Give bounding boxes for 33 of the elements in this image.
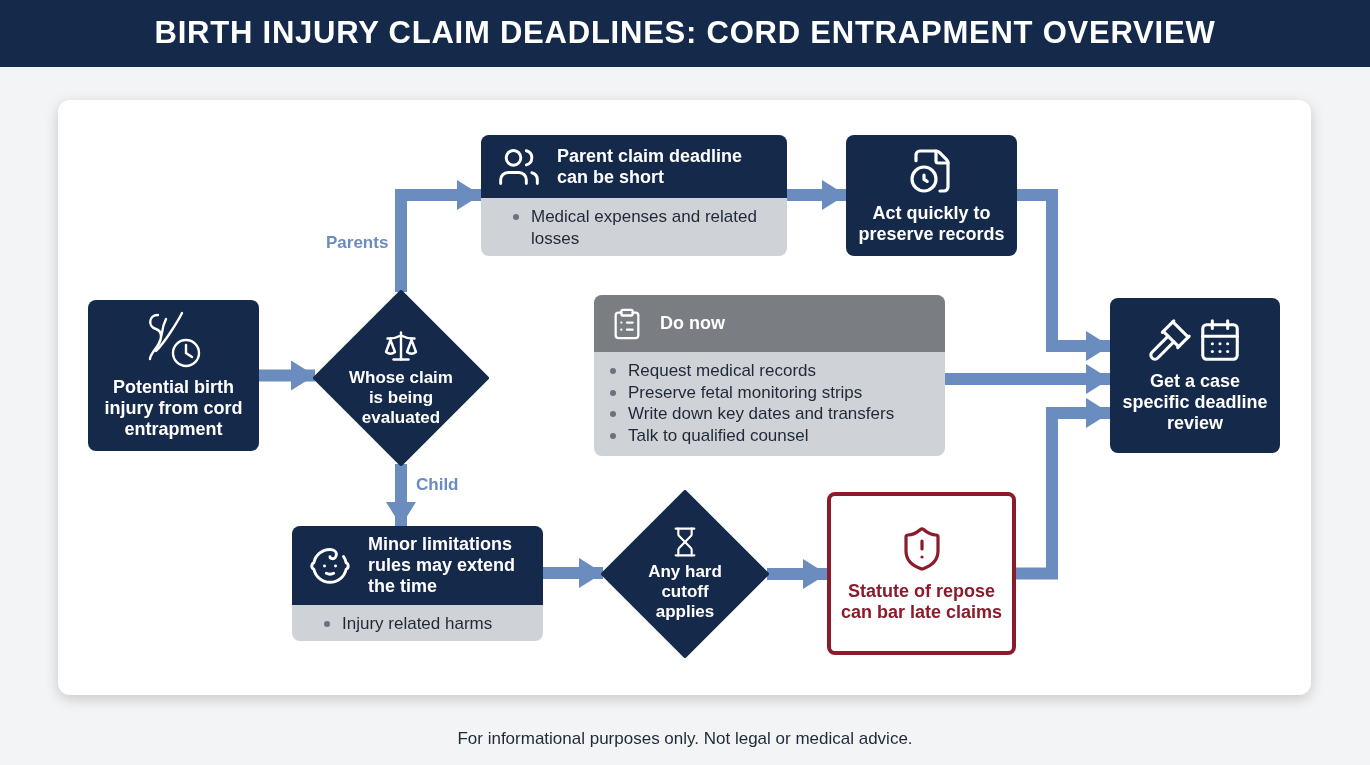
arrow [945, 364, 1110, 394]
checklist-panel [594, 295, 945, 456]
bullet-text: Preserve fetal monitoring strips [628, 381, 863, 403]
bullet-text: Medical expenses and related losses [531, 206, 758, 249]
diamond-text: Whose claim is being evaluated [348, 368, 454, 428]
diamond-text: Any hard cutoff applies [647, 562, 723, 622]
box-text: Get a case specific deadline review [1121, 371, 1269, 434]
card-heading: Do now [660, 313, 725, 334]
process-box [88, 300, 259, 451]
bullet-text: Write down key dates and transfers [628, 403, 895, 425]
arrow [259, 360, 315, 391]
bullet-text: Talk to qualified counsel [628, 424, 809, 446]
arrow [386, 464, 416, 526]
box-text: Act quickly to preserve records [857, 202, 1006, 245]
bullet-text: Injury related harms [342, 613, 493, 635]
arrow [767, 559, 827, 589]
title-banner: BIRTH INJURY CLAIM DEADLINES: CORD ENTRAPMENT OVERVIEW [0, 0, 1370, 67]
box-text: Potential birth injury from cord entrapment [103, 377, 244, 440]
arrow [1016, 398, 1110, 580]
info-card [481, 135, 787, 256]
process-box [846, 135, 1017, 256]
bullet-text: Request medical records [628, 360, 817, 382]
process-box [1110, 298, 1280, 453]
warning-box [827, 492, 1016, 655]
box-text: Statute of repose can bar late claims [839, 580, 1004, 623]
arrow [395, 180, 481, 292]
info-card [292, 526, 543, 641]
card-heading: Parent claim deadline can be short [557, 145, 744, 188]
footer-note: For informational purposes only. Not legal or medical advice. [456, 728, 914, 750]
arrow [543, 558, 603, 588]
arrow [787, 180, 846, 210]
arrow [1017, 189, 1110, 361]
card-heading: Minor limitations rules may extend the time [368, 534, 517, 597]
